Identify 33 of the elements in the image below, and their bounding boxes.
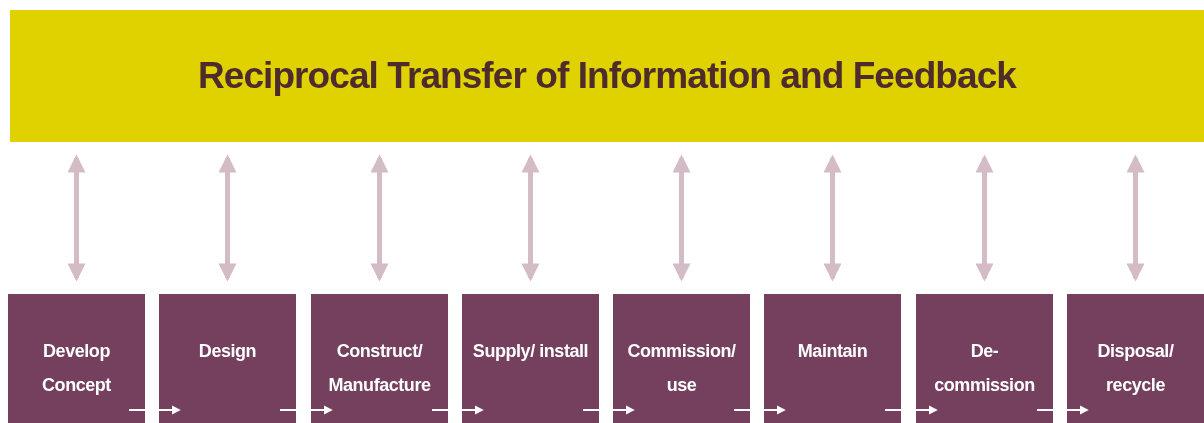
process-box xyxy=(1067,294,1204,423)
process-box xyxy=(916,294,1053,423)
arrow xyxy=(1036,405,1089,415)
step-label: Supply/ install xyxy=(471,340,590,363)
arrow xyxy=(431,405,484,415)
arrow xyxy=(1126,154,1145,282)
step-label: Develop Concept xyxy=(41,340,112,397)
title-banner xyxy=(10,10,1204,142)
process-box xyxy=(311,294,448,423)
arrow xyxy=(975,154,994,282)
process-box xyxy=(764,294,901,423)
process-box xyxy=(613,294,750,423)
arrow xyxy=(582,405,635,415)
step-label: De- commission xyxy=(933,340,1036,397)
arrow xyxy=(370,154,389,282)
arrow xyxy=(672,154,691,282)
arrow xyxy=(823,154,842,282)
step-label: Design xyxy=(197,340,258,363)
arrow xyxy=(128,405,181,415)
title-text: Reciprocal Transfer of Information and Feedback xyxy=(198,54,1016,99)
arrow xyxy=(733,405,786,415)
arrow xyxy=(67,154,86,282)
process-box xyxy=(8,294,145,423)
step-label: Maintain xyxy=(796,340,869,363)
step-label: Construct/ Manufacture xyxy=(327,340,432,397)
step-label: Commission/ use xyxy=(626,340,737,397)
arrow xyxy=(279,405,333,415)
process-box xyxy=(159,294,296,423)
arrow xyxy=(884,405,938,415)
process-box xyxy=(462,294,599,423)
arrow xyxy=(521,154,540,282)
step-label: Disposal/ recycle xyxy=(1096,340,1175,397)
arrow xyxy=(218,154,237,282)
